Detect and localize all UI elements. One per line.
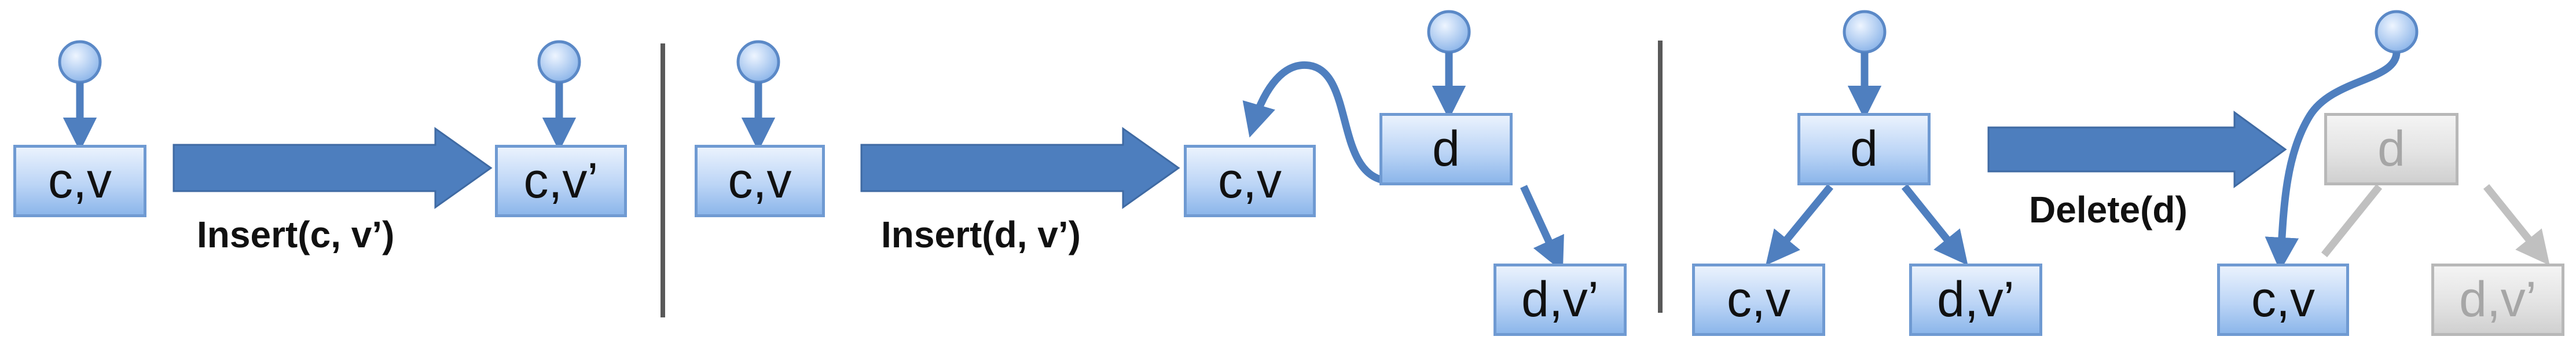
root-pointer-icon	[537, 40, 581, 84]
node-c-v: c,v	[695, 145, 825, 217]
root-pointer-icon	[1427, 10, 1471, 54]
node-d-v-prime: d,v’	[1494, 264, 1627, 336]
pointer-edge-curved	[1242, 61, 1388, 185]
root-pointer-icon	[58, 40, 102, 84]
pointer-edge-curved	[2265, 52, 2401, 272]
node-d-v-prime: d,v’	[1909, 264, 2042, 336]
node-c-v: c,v	[13, 145, 146, 217]
node-c-v-prime: c,v’	[495, 145, 627, 217]
node-d: d	[1797, 113, 1931, 185]
deleted-node-d-v-prime: d,v’	[2431, 264, 2564, 336]
deleted-tree-edge	[2321, 184, 2383, 258]
deleted-tree-edge	[2483, 184, 2550, 266]
tree-edge	[1766, 184, 1834, 266]
node-c-v: c,v	[2217, 264, 2349, 336]
deleted-node-d: d	[2324, 113, 2458, 185]
node-c-v: c,v	[1692, 264, 1825, 336]
node-c-v: c,v	[1184, 145, 1316, 217]
operation-label: Insert(c, v’)	[197, 214, 395, 255]
operation-label: Insert(d, v’)	[881, 214, 1081, 255]
tree-edge	[1901, 184, 1968, 266]
root-pointer-icon	[1843, 10, 1887, 54]
operation-arrow-1	[173, 127, 493, 209]
root-pointer-icon	[2375, 10, 2419, 54]
operation-arrow-2	[860, 127, 1180, 209]
operation-label: Delete(d)	[2029, 189, 2188, 231]
root-pointer-icon	[736, 40, 780, 84]
operation-arrow-3	[1987, 111, 2287, 188]
node-d: d	[1379, 113, 1513, 185]
tree-edge	[1520, 185, 1564, 272]
